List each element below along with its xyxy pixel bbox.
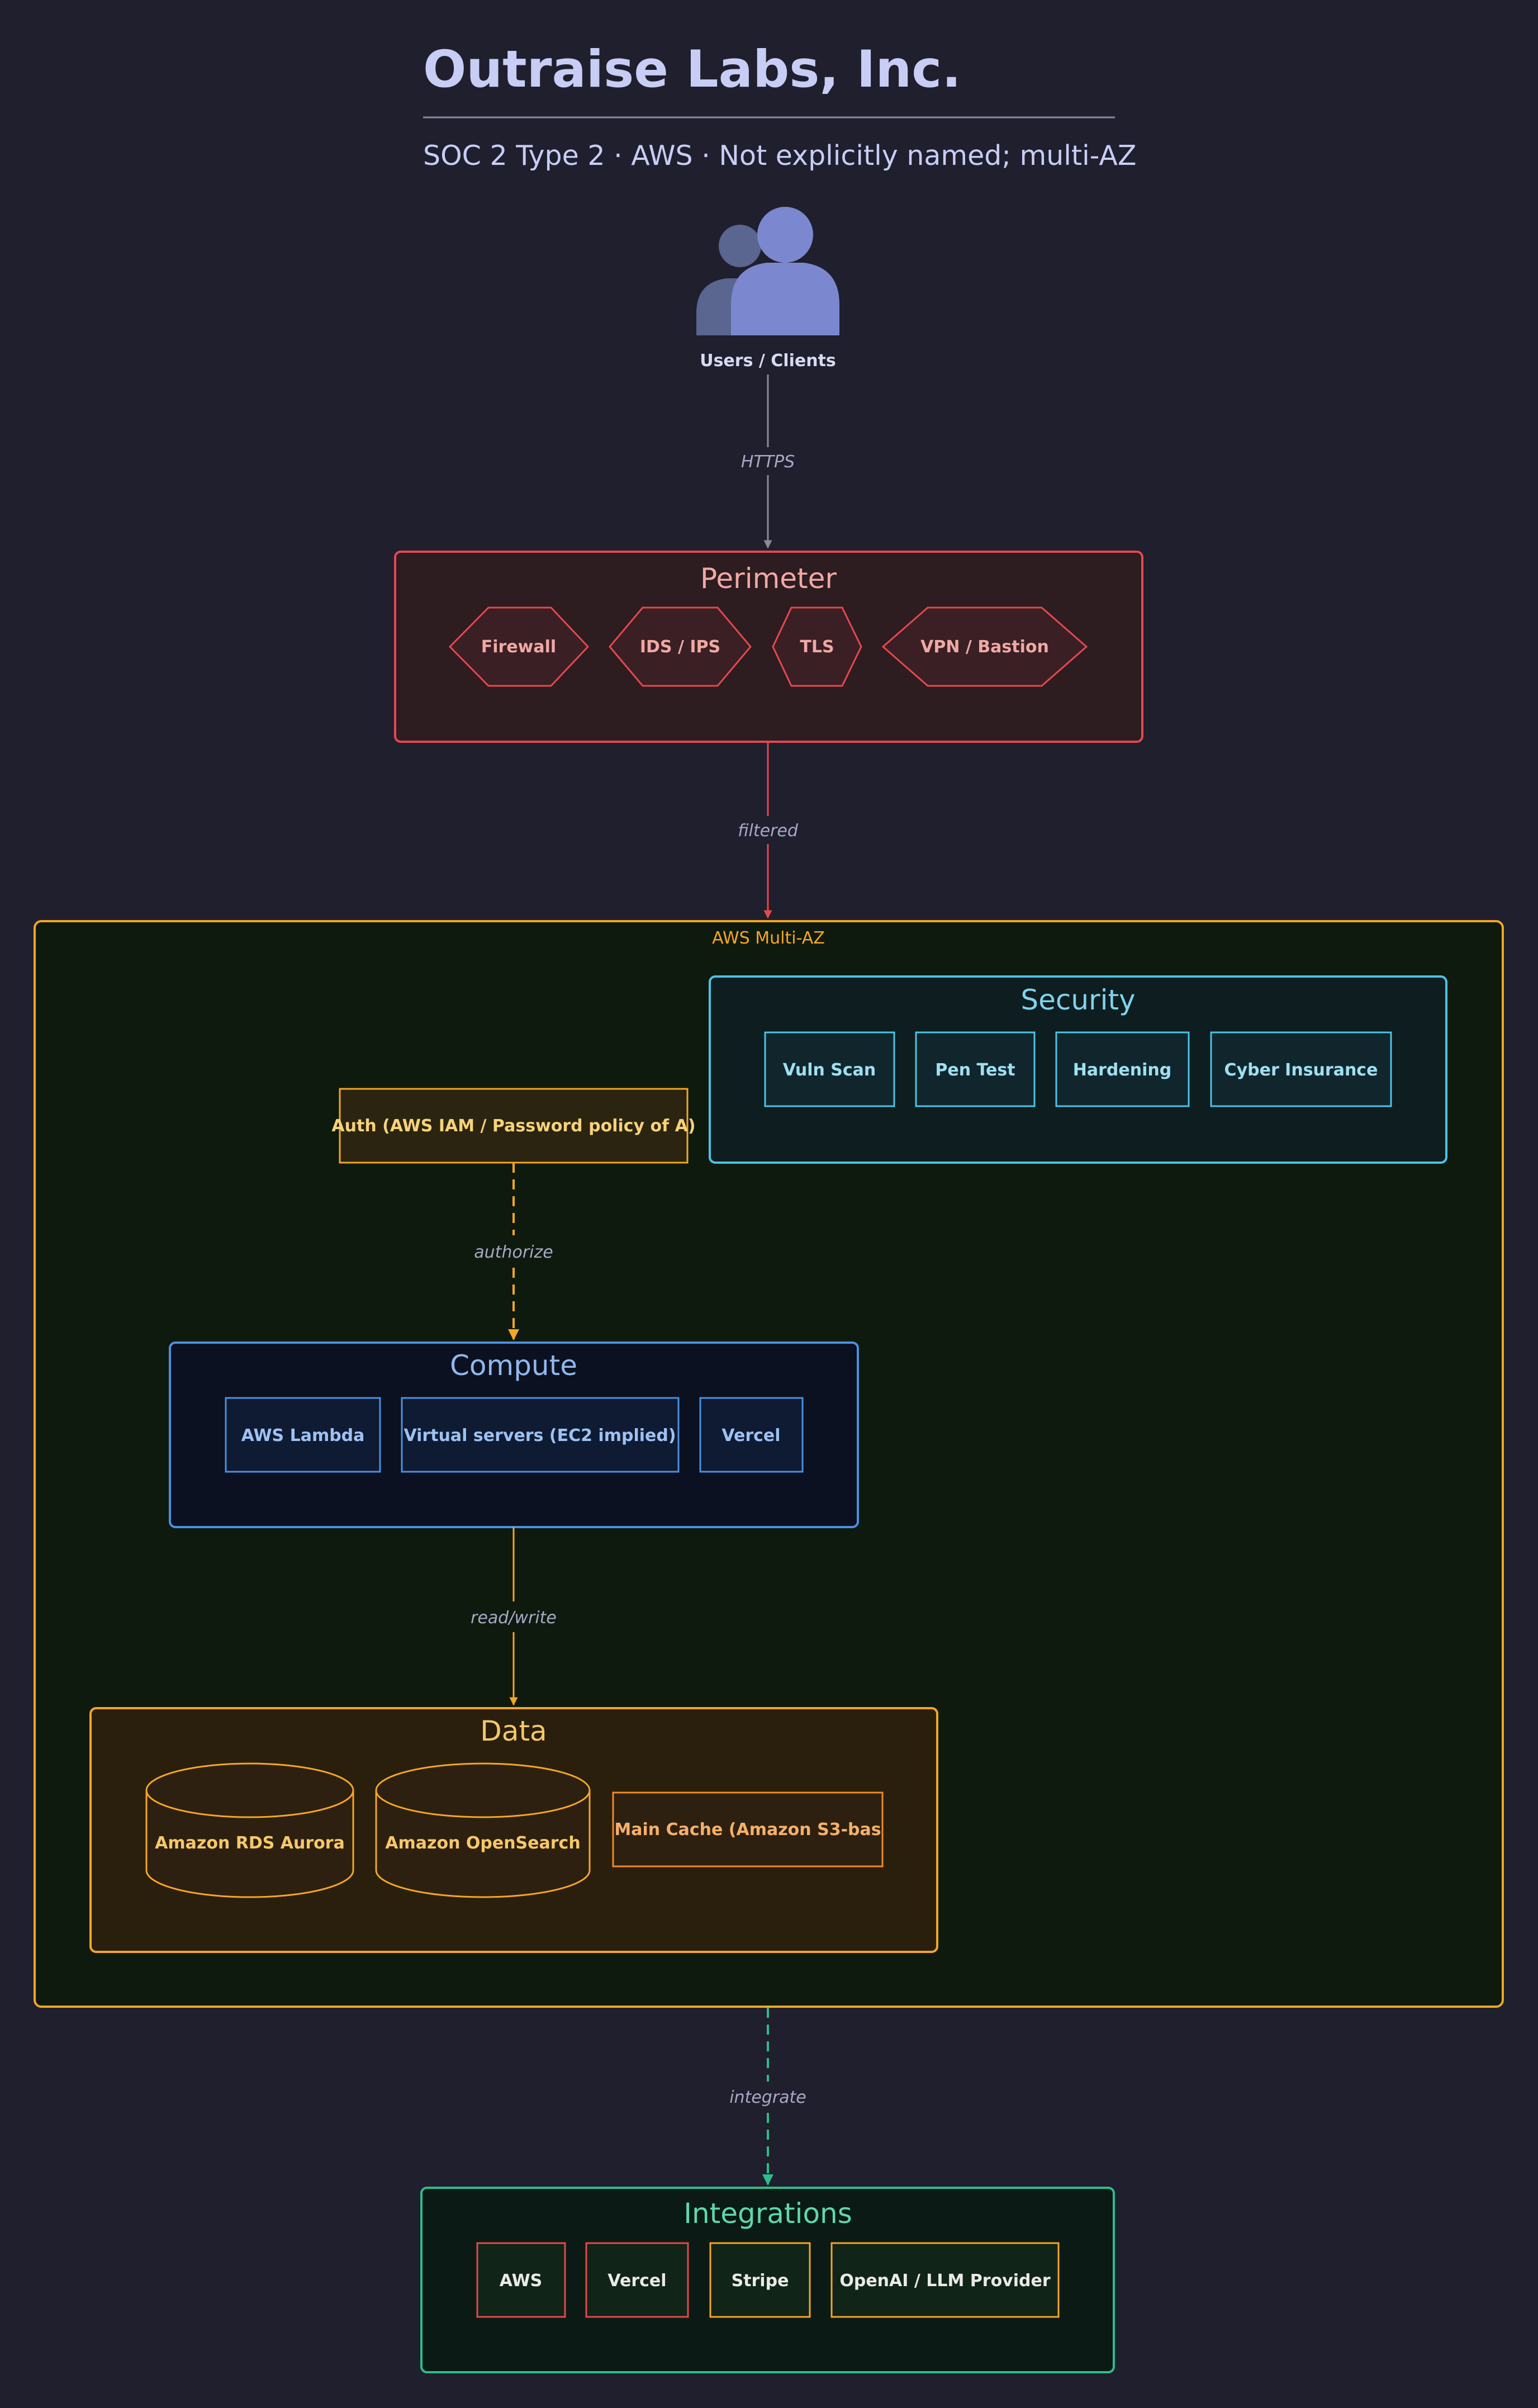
page-title: Outraise Labs, Inc. xyxy=(423,40,961,99)
svg-text:Vercel: Vercel xyxy=(607,2271,666,2291)
svg-text:Firewall: Firewall xyxy=(481,637,556,657)
pen-test-node[interactable]: Pen Test xyxy=(915,1031,1036,1107)
svg-text:Cyber Insurance: Cyber Insurance xyxy=(1224,1060,1378,1080)
edge-label-readwrite: read/write xyxy=(471,1608,557,1628)
integration-vercel-node[interactable]: Vercel xyxy=(585,2242,689,2318)
vpn-bastion-node[interactable]: VPN / Bastion xyxy=(881,606,1088,687)
svg-text:Hardening: Hardening xyxy=(1073,1060,1171,1080)
rds-aurora-node[interactable]: Amazon RDS Aurora xyxy=(145,1762,354,1898)
perimeter-title: Perimeter xyxy=(700,562,837,595)
aws-group-title: AWS Multi-AZ xyxy=(712,928,825,948)
integration-stripe-node[interactable]: Stripe xyxy=(709,2242,811,2318)
main-cache-node[interactable]: Main Cache (Amazon S3-bas xyxy=(612,1791,884,1867)
users-icon xyxy=(696,207,839,335)
svg-text:Virtual servers (EC2 implied): Virtual servers (EC2 implied) xyxy=(404,1426,676,1445)
auth-node[interactable]: Auth (AWS IAM / Password policy of A) xyxy=(331,1088,696,1164)
svg-text:Amazon OpenSearch: Amazon OpenSearch xyxy=(385,1833,580,1853)
integration-openai-node[interactable]: OpenAI / LLM Provider xyxy=(830,2242,1060,2318)
svg-text:Amazon RDS Aurora: Amazon RDS Aurora xyxy=(155,1833,345,1853)
compute-group: Compute AWS Lambda Virtual servers (EC2 … xyxy=(169,1342,859,1528)
data-title: Data xyxy=(480,1715,547,1747)
vuln-scan-node[interactable]: Vuln Scan xyxy=(764,1031,895,1107)
svg-text:Stripe: Stripe xyxy=(732,2271,789,2291)
virtual-servers-node[interactable]: Virtual servers (EC2 implied) xyxy=(401,1397,680,1473)
edge-label-integrate: integrate xyxy=(729,2088,806,2107)
edge-label-https: HTTPS xyxy=(741,452,795,472)
compute-title: Compute xyxy=(450,1349,577,1382)
svg-text:Vuln Scan: Vuln Scan xyxy=(783,1060,876,1080)
perimeter-group: Perimeter Firewall IDS / IPS TLS VPN / B… xyxy=(394,551,1143,743)
security-group: Security Vuln Scan Pen Test Hardening Cy… xyxy=(709,975,1447,1164)
svg-text:Main Cache (Amazon S3-bas: Main Cache (Amazon S3-bas xyxy=(614,1820,881,1840)
svg-text:Pen Test: Pen Test xyxy=(935,1060,1015,1080)
svg-text:Vercel: Vercel xyxy=(721,1426,780,1445)
edge-label-authorize: authorize xyxy=(474,1243,553,1262)
firewall-node[interactable]: Firewall xyxy=(448,606,590,687)
svg-text:VPN / Bastion: VPN / Bastion xyxy=(920,637,1049,657)
integration-aws-node[interactable]: AWS xyxy=(476,2242,566,2318)
ids-ips-node[interactable]: IDS / IPS xyxy=(609,606,752,687)
svg-text:TLS: TLS xyxy=(800,637,834,657)
integrations-title: Integrations xyxy=(683,2197,852,2230)
data-group: Data Amazon RDS Aurora Amazon OpenSearch… xyxy=(89,1707,938,1953)
opensearch-node[interactable]: Amazon OpenSearch xyxy=(375,1762,591,1898)
edge-label-filtered: filtered xyxy=(738,821,799,841)
svg-text:OpenAI / LLM Provider: OpenAI / LLM Provider xyxy=(839,2271,1050,2291)
hardening-node[interactable]: Hardening xyxy=(1055,1031,1190,1107)
security-title: Security xyxy=(1020,984,1135,1016)
vercel-compute-node[interactable]: Vercel xyxy=(699,1397,804,1473)
aws-lambda-node[interactable]: AWS Lambda xyxy=(225,1397,381,1473)
cyber-insurance-node[interactable]: Cyber Insurance xyxy=(1210,1031,1392,1107)
page-subtitle: SOC 2 Type 2 · AWS · Not explicitly name… xyxy=(423,140,1136,172)
svg-text:IDS / IPS: IDS / IPS xyxy=(640,637,720,657)
tls-node[interactable]: TLS xyxy=(772,606,862,687)
integrations-group: Integrations AWS Vercel Stripe OpenAI / … xyxy=(420,2187,1115,2373)
svg-text:Auth (AWS IAM / Password polic: Auth (AWS IAM / Password policy of A) xyxy=(331,1116,695,1136)
svg-text:AWS: AWS xyxy=(500,2271,543,2291)
users-label: Users / Clients xyxy=(700,351,836,371)
svg-text:AWS Lambda: AWS Lambda xyxy=(241,1426,365,1445)
